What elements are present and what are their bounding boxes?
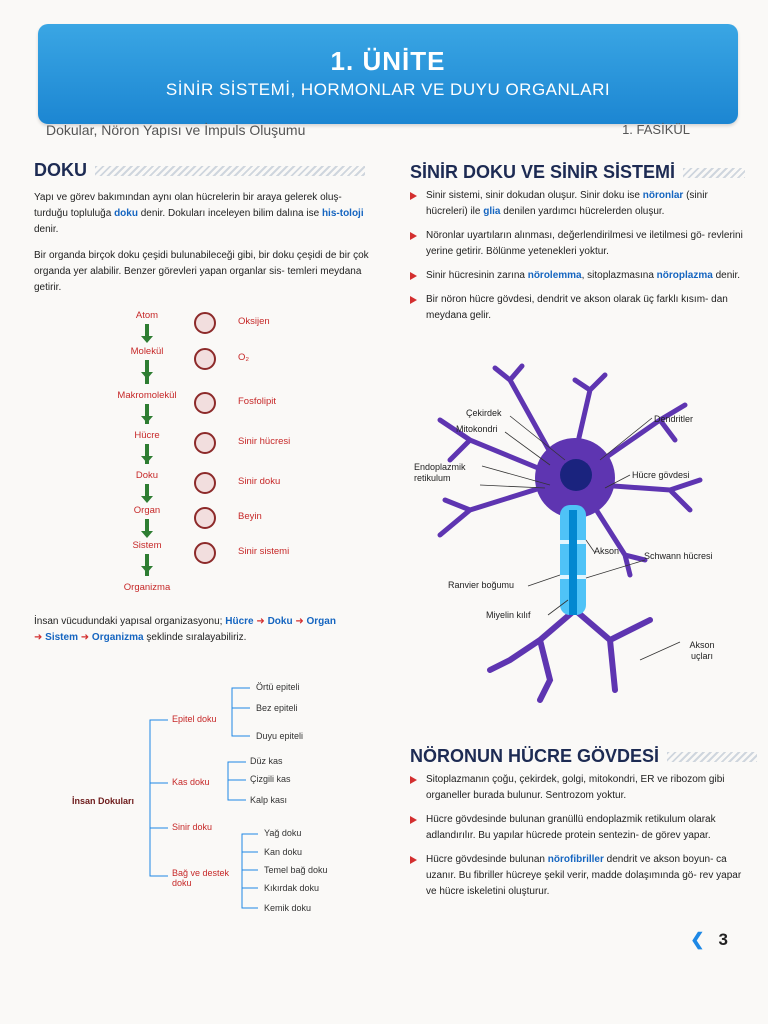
- unit-subtitle: SİNİR SİSTEMİ, HORMONLAR VE DUYU ORGANLA…: [165, 80, 611, 99]
- subheader-bar: Dokular, Nöron Yapısı ve İmpuls Oluşumu …: [38, 112, 738, 144]
- neuron-illustration: [437, 363, 703, 703]
- ladder-illustration-5: [194, 507, 216, 529]
- ladder-example-0: Oksijen: [238, 316, 270, 327]
- label-ranvier: Ranvier boğumu: [448, 580, 515, 590]
- label-cekirdek: Çekirdek: [466, 408, 502, 418]
- ladder-arrow-2: [141, 404, 153, 424]
- leaf-kan: Kan doku: [264, 847, 303, 857]
- hucre-govdesi-heading: NÖRONUN HÜCRE GÖVDESİ: [410, 746, 758, 767]
- ladder-illustration-6: [194, 542, 216, 564]
- tree-root: İnsan Dokuları: [72, 796, 135, 806]
- doku-definition: Yapı ve görev bakımından aynı olan hücre…: [34, 192, 364, 235]
- doku-organ-paragraph: Bir organda birçok doku çeşidi bulunabil…: [34, 250, 369, 293]
- ladder-example-1: O₂: [238, 352, 250, 363]
- ladder-arrow-0: [141, 324, 153, 343]
- ladder-arrow-4: [141, 484, 153, 503]
- ladder-level-5: Organ: [133, 505, 161, 516]
- label-miyelin: Miyelin kılıf: [486, 610, 531, 620]
- label-schwann: Schwann hücresi: [644, 551, 713, 561]
- ladder-example-4: Sinir doku: [238, 476, 281, 487]
- leaf-temel-bag: Temel bağ doku: [264, 865, 328, 875]
- doku-heading: DOKU: [34, 160, 365, 181]
- ladder-level-7: Organizma: [123, 582, 171, 593]
- nucleus-shape: [560, 459, 592, 491]
- sinir-doku-heading: SİNİR DOKU VE SİNİR SİSTEMİ: [410, 162, 746, 183]
- ladder-example-6: Sinir sistemi: [238, 546, 290, 557]
- tree-branch-bag: Bağ ve destek doku: [172, 868, 230, 888]
- label-akson: Akson: [594, 546, 620, 556]
- label-akson-uclari: Akson uçları: [689, 640, 715, 661]
- ladder-level-2: Makromolekül: [117, 390, 177, 401]
- leaf-cizgili-kas: Çizgili kas: [250, 774, 291, 784]
- ladder-example-3: Sinir hücresi: [238, 436, 291, 447]
- ladder-level-4: Doku: [135, 470, 159, 481]
- bullet-3: Sinir hücresinin zarına nörolemma, sitop…: [408, 268, 748, 284]
- leaf-bez: Bez epiteli: [256, 703, 298, 713]
- ladder-illustration-2: [194, 392, 216, 414]
- leaf-kemik: Kemik doku: [264, 903, 312, 913]
- chevron-left-icon: ❮: [690, 930, 705, 949]
- ladder-level-6: Sistem: [132, 540, 162, 551]
- page-number: ❮3: [690, 930, 728, 949]
- ladder-illustration-1: [194, 348, 216, 370]
- bullet-4: Bir nöron hücre gövdesi, dendrit ve akso…: [408, 292, 748, 324]
- govde-bullet-1: Sitoplazmanın çoğu, çekirdek, golgi, mit…: [408, 772, 748, 804]
- ladder-level-1: Molekül: [130, 346, 164, 357]
- govde-bullet-2: Hücre gövdesinde bulunan granüllü endopl…: [408, 812, 748, 844]
- tree-branch-sinir: Sinir doku: [172, 822, 213, 832]
- bullet-1: Sinir sistemi, sinir dokudan oluşur. Sin…: [408, 188, 748, 220]
- ladder-illustration-3: [194, 432, 216, 454]
- ladder-arrow-3: [141, 444, 153, 464]
- ladder-illustration-4: [194, 472, 216, 494]
- unit-banner: 1. ÜNİTE SİNİR SİSTEMİ, HORMONLAR VE DUY…: [38, 24, 738, 124]
- ladder-illustration-0: [194, 312, 216, 334]
- sinir-bullets: Sinir sistemi, sinir dokudan oluşur. Sin…: [408, 188, 748, 332]
- ladder-arrow-1: [141, 360, 153, 384]
- leaf-yag: Yağ doku: [264, 828, 302, 838]
- tree-branch-epitel: Epitel doku: [172, 714, 217, 724]
- leaf-duz-kas: Düz kas: [250, 756, 283, 766]
- topic-title: Dokular, Nöron Yapısı ve İmpuls Oluşumu: [46, 122, 306, 138]
- leaf-kikirdak: Kıkırdak doku: [264, 883, 320, 893]
- ladder-example-5: Beyin: [238, 511, 262, 522]
- bullet-2: Nöronlar uyartıların alınması, değerlend…: [408, 228, 748, 260]
- ladder-level-3: Hücre: [134, 430, 160, 441]
- ladder-level-0: Atom: [135, 310, 159, 321]
- label-hucre-govdesi: Hücre gövdesi: [632, 470, 690, 480]
- label-dendritler: Dendritler: [654, 414, 694, 424]
- ladder-arrow-6: [141, 554, 153, 576]
- govde-bullet-3: Hücre gövdesinde bulunan nörofibriller d…: [408, 852, 748, 900]
- ladder-example-2: Fosfolipit: [238, 396, 277, 407]
- label-er: Endoplazmik retikulum: [414, 462, 466, 483]
- leaf-kalp-kasi: Kalp kası: [250, 795, 288, 805]
- tree-branch-kas: Kas doku: [172, 777, 210, 787]
- label-mitokondri: Mitokondri: [456, 424, 498, 434]
- leaf-duyu: Duyu epiteli: [256, 731, 304, 741]
- organization-sentence: İnsan vücudundaki yapısal organizasyonu;…: [34, 616, 336, 643]
- fascicle-label: 1. FASİKÜL: [622, 122, 690, 137]
- ladder-arrow-5: [141, 519, 153, 538]
- govde-bullets: Sitoplazmanın çoğu, çekirdek, golgi, mit…: [408, 772, 748, 908]
- leaf-ortu: Örtü epiteli: [256, 682, 300, 692]
- unit-title: 1. ÜNİTE: [330, 46, 446, 76]
